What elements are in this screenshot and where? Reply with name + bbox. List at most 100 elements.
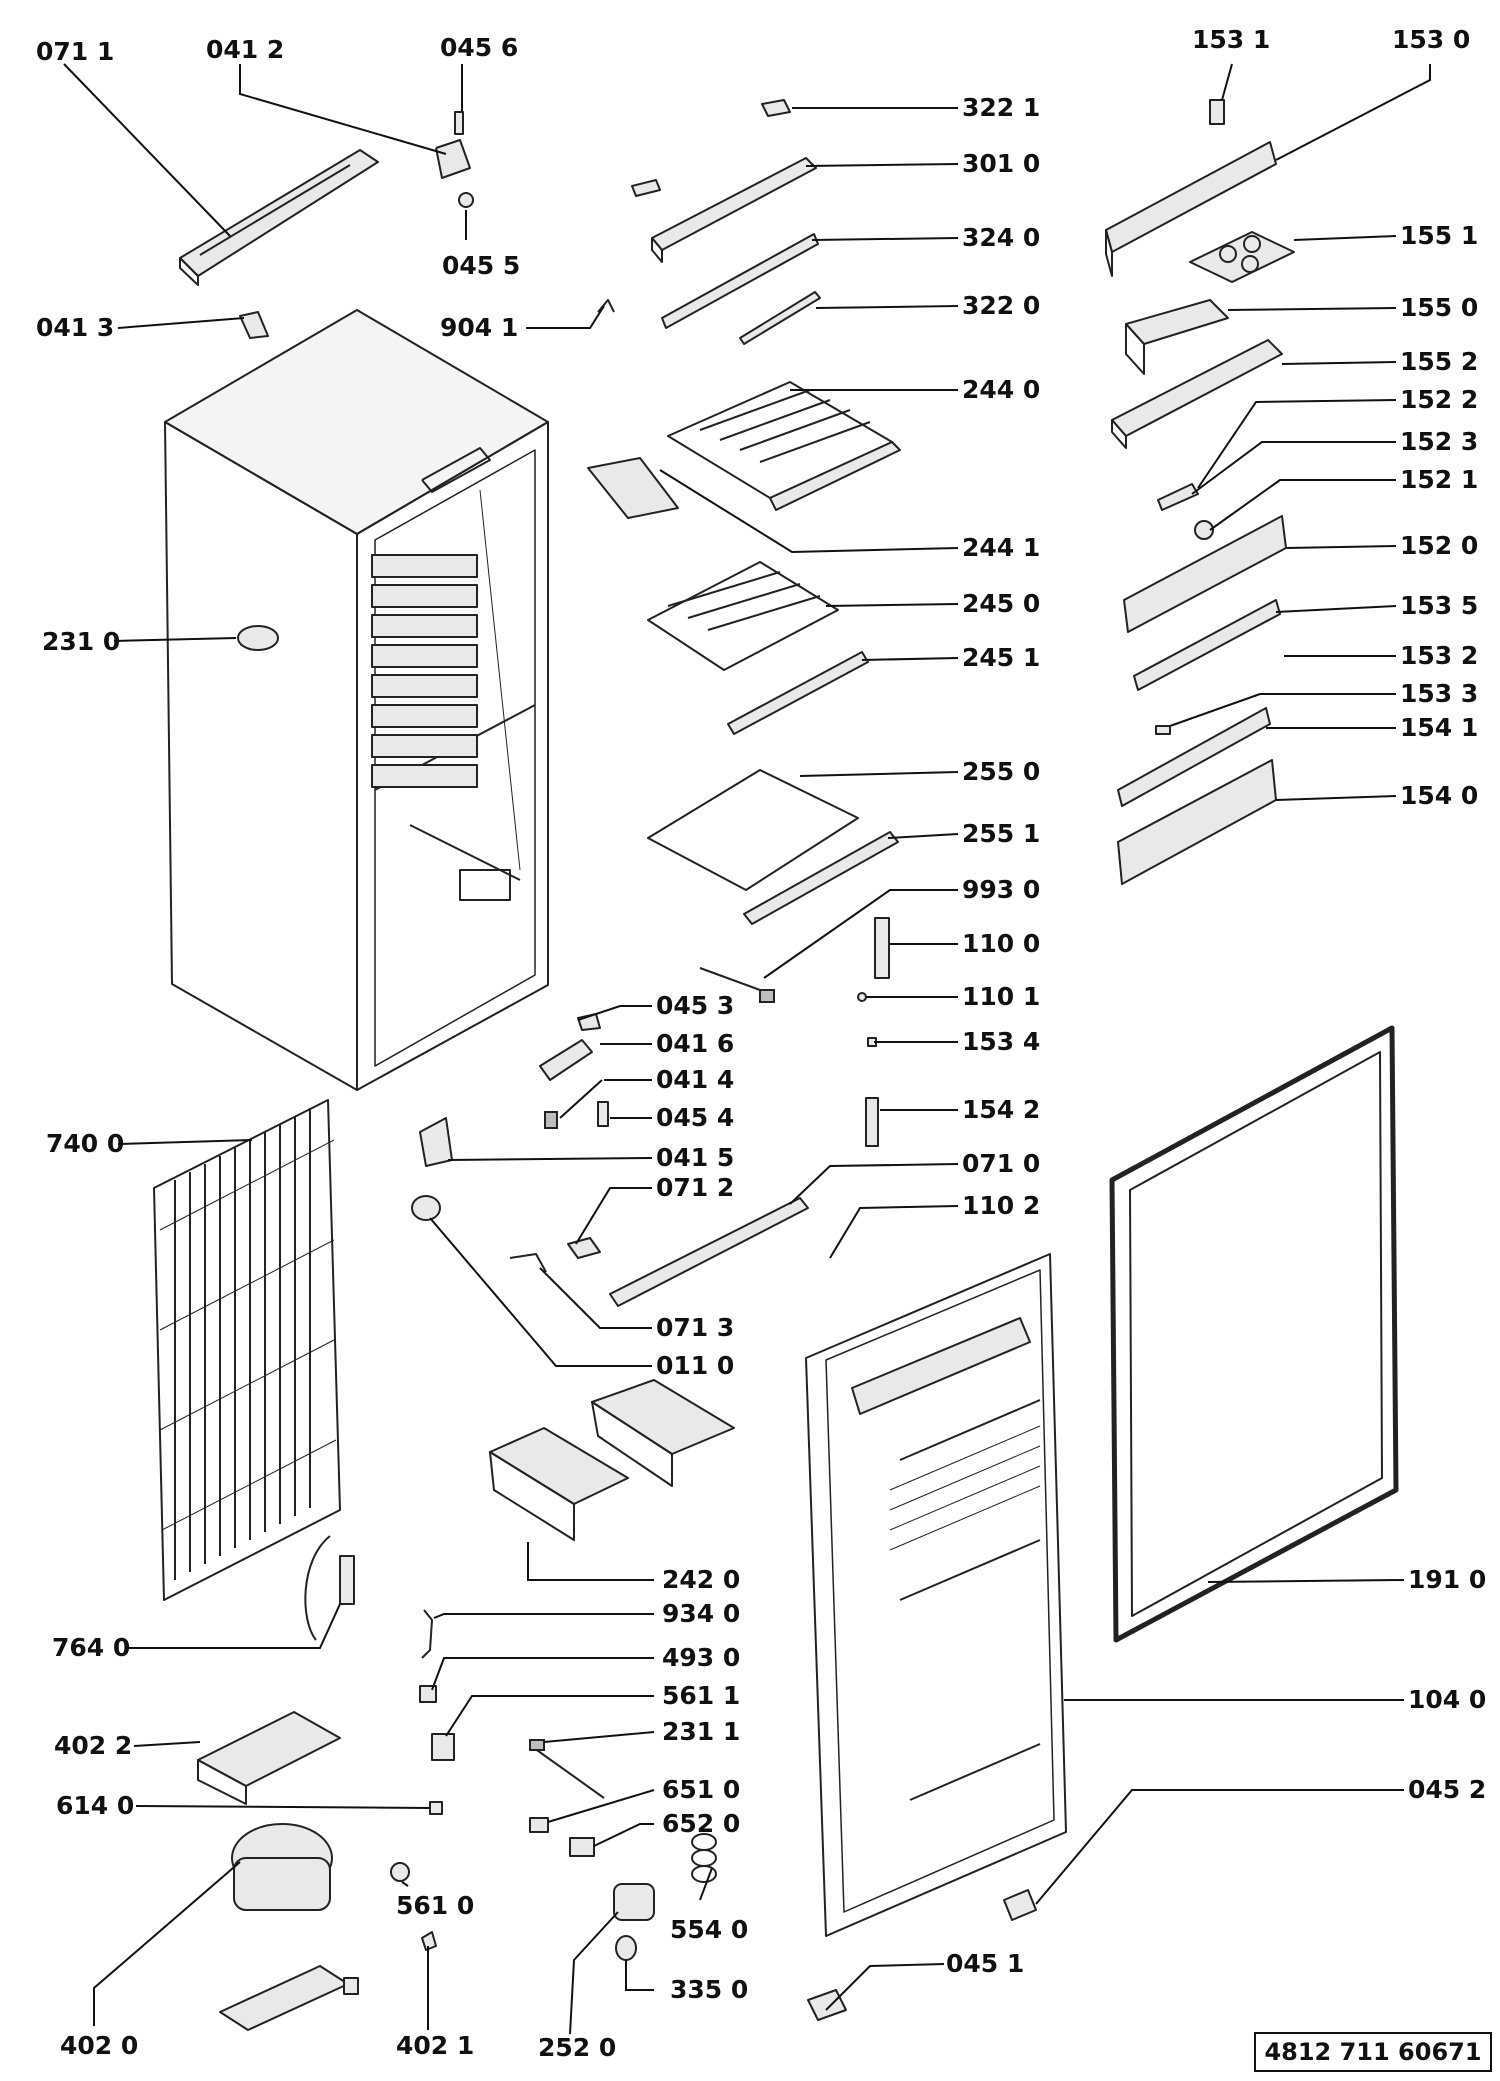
clip-9041-part	[597, 299, 615, 313]
label-155-2: 155 2	[1400, 347, 1478, 376]
label-335-0: 335 0	[670, 1975, 748, 2004]
label-934-0: 934 0	[662, 1599, 740, 1628]
cabinet-liner-drawers-part	[371, 554, 521, 901]
label-153-0: 153 0	[1392, 25, 1470, 54]
door-1040-part	[805, 1253, 1067, 1937]
label-614-0: 614 0	[56, 1791, 134, 1820]
label-322-1: 322 1	[962, 93, 1040, 122]
label-041-5: 041 5	[656, 1143, 734, 1172]
label-231-1: 231 1	[662, 1717, 740, 1746]
shelf-2450-part	[647, 561, 869, 735]
label-155-0: 155 0	[1400, 293, 1478, 322]
thermostat-knob-part	[237, 625, 279, 651]
cover-3221-part	[761, 99, 791, 117]
label-255-0: 255 0	[962, 757, 1040, 786]
gasket-1910-part	[1109, 1025, 1399, 1643]
label-110-2: 110 2	[962, 1191, 1040, 1220]
bin-1530-part	[1105, 99, 1277, 277]
box-4022-part	[197, 1711, 341, 1805]
label-045-4: 045 4	[656, 1103, 734, 1132]
label-071-0: 071 0	[962, 1149, 1040, 1178]
foot-0110-part	[411, 1195, 441, 1221]
label-554-0: 554 0	[670, 1915, 748, 1944]
bin-1535-part	[1133, 599, 1281, 735]
label-561-0: 561 0	[396, 1891, 474, 1920]
label-152-1: 152 1	[1400, 465, 1478, 494]
hinge-rail-part	[179, 149, 379, 286]
label-244-1: 244 1	[962, 533, 1040, 562]
label-191-0: 191 0	[1408, 1565, 1486, 1594]
cover-3010-part	[631, 157, 817, 263]
label-041-4: 041 4	[656, 1065, 734, 1094]
label-155-1: 155 1	[1400, 221, 1478, 250]
bracket-0416-part	[539, 1013, 609, 1129]
label-301-0: 301 0	[962, 149, 1040, 178]
label-045-6: 045 6	[440, 33, 518, 62]
label-153-2: 153 2	[1400, 641, 1478, 670]
label-493-0: 493 0	[662, 1643, 740, 1672]
label-011-0: 011 0	[656, 1351, 734, 1380]
top-hinge-bracket-part	[435, 139, 471, 179]
bin-1550-part	[1125, 299, 1229, 375]
glass-shelf-2550-part	[647, 769, 899, 925]
label-104-0: 104 0	[1408, 1685, 1486, 1714]
label-152-2: 152 2	[1400, 385, 1478, 414]
label-402-1: 402 1	[396, 2031, 474, 2060]
label-242-0: 242 0	[662, 1565, 740, 1594]
part-number-labels: 071 1 041 2 045 6 045 5 041 3 904 1 231 …	[36, 25, 1486, 2062]
rail-3220-part	[739, 291, 821, 345]
clip-1522-part	[1157, 483, 1199, 511]
label-071-3: 071 3	[656, 1313, 734, 1342]
label-322-0: 322 0	[962, 291, 1040, 320]
label-110-1: 110 1	[962, 982, 1040, 1011]
rail-0712-part	[509, 1197, 809, 1307]
rail-3240-part	[661, 233, 819, 329]
label-152-3: 152 3	[1400, 427, 1478, 456]
hinge-0451-part	[807, 1989, 847, 2021]
label-764-0: 764 0	[52, 1633, 130, 1662]
label-652-0: 652 0	[662, 1809, 740, 1838]
label-071-2: 071 2	[656, 1173, 734, 1202]
label-041-3: 041 3	[36, 313, 114, 342]
label-993-0: 993 0	[962, 875, 1040, 904]
guard-1541-part	[1117, 707, 1271, 807]
label-045-2: 045 2	[1408, 1775, 1486, 1804]
label-153-5: 153 5	[1400, 591, 1478, 620]
label-110-0: 110 0	[962, 929, 1040, 958]
label-904-1: 904 1	[440, 313, 518, 342]
label-651-0: 651 0	[662, 1775, 740, 1804]
document-number: 4812 711 60671	[1254, 2032, 1492, 2072]
label-045-1: 045 1	[946, 1949, 1024, 1978]
egg-tray-1551-part	[1189, 231, 1295, 283]
shelf-2440-part	[587, 381, 901, 519]
label-244-0: 244 0	[962, 375, 1040, 404]
label-324-0: 324 0	[962, 223, 1040, 252]
bracket-0415-part	[419, 1117, 453, 1167]
bracket-0413-part	[239, 311, 269, 339]
cabinet-body-part	[164, 309, 549, 1091]
bracket-1100-part	[857, 917, 890, 1147]
sensor-9930-part	[699, 967, 775, 1003]
label-041-6: 041 6	[656, 1029, 734, 1058]
label-561-1: 561 1	[662, 1681, 740, 1710]
label-231-0: 231 0	[42, 627, 120, 656]
label-154-0: 154 0	[1400, 781, 1478, 810]
condenser-7400-part	[153, 1099, 341, 1601]
label-154-2: 154 2	[962, 1095, 1040, 1124]
label-402-0: 402 0	[60, 2031, 138, 2060]
drawers-2420-part	[489, 1379, 735, 1541]
label-153-3: 153 3	[1400, 679, 1478, 708]
drier-7640-part	[304, 1535, 355, 1641]
label-245-1: 245 1	[962, 643, 1040, 672]
leader-lines	[63, 63, 1431, 2035]
label-740-0: 740 0	[46, 1129, 124, 1158]
label-402-2: 402 2	[54, 1731, 132, 1760]
label-153-1: 153 1	[1192, 25, 1270, 54]
hinge-0452-part	[1003, 1889, 1037, 1921]
bin-1552-part	[1111, 339, 1283, 449]
label-252-0: 252 0	[538, 2033, 616, 2062]
small-parts-compressor	[390, 1801, 443, 1951]
label-071-1: 071 1	[36, 37, 114, 66]
label-045-5: 045 5	[442, 251, 520, 280]
